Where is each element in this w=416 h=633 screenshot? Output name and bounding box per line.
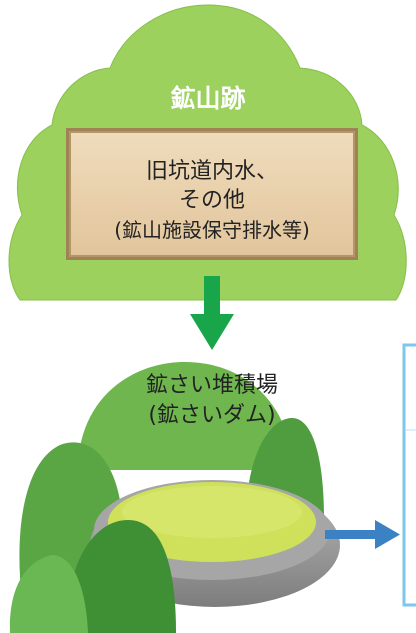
side-panel-edge	[402, 343, 416, 607]
mine-water-line-1: 旧坑道内水、	[146, 159, 278, 184]
mine-water-line-2: その他	[179, 188, 245, 213]
tailings-dam-illustration	[9, 362, 340, 633]
mine-water-line-3: (鉱山施設保守排水等)	[114, 218, 310, 242]
mine-water-box	[66, 128, 358, 260]
flow-arrow-down	[190, 276, 234, 350]
tailings-label-line-2: (鉱さいダム)	[148, 403, 275, 428]
mine-site-title: 鉱山跡	[170, 84, 245, 113]
tailings-label-line-1: 鉱さい堆積場	[146, 373, 278, 398]
flow-arrow-right	[325, 520, 400, 549]
hill-front	[66, 520, 176, 633]
hill-back	[78, 362, 292, 470]
